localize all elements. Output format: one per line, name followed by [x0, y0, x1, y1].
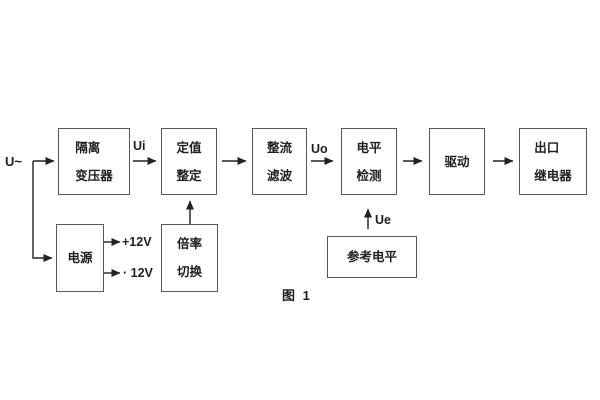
figure-caption: 图 1 [282, 288, 312, 303]
block-output-relay-label: 出口 继电器 [534, 140, 572, 183]
block-driver-label: 驱动 [444, 154, 470, 169]
block-level-detection-label: 电平 检测 [356, 140, 382, 183]
signal-label-input: U~ [5, 154, 22, 169]
block-ratio-switching-label: 倍率 切换 [176, 237, 202, 279]
block-driver: 驱动 [429, 128, 485, 195]
block-output-relay: 出口 继电器 [519, 128, 587, 195]
block-rectifier-filter-label: 整流 滤波 [266, 140, 292, 183]
block-isolation-transformer: 隔离 变压器 [58, 128, 130, 195]
block-setting-adjustment: 定值 整定 [161, 128, 217, 195]
block-power-supply: 电源 [56, 224, 104, 292]
block-level-detection: 电平 检测 [341, 128, 397, 195]
block-reference-level: 参考电平 [327, 236, 417, 278]
block-reference-level-label: 参考电平 [346, 250, 397, 264]
block-isolation-transformer-label: 隔离 变压器 [75, 140, 113, 183]
signal-label-uo: Uo [311, 142, 328, 156]
signal-label-plus12v: +12V [122, 235, 152, 249]
signal-label-ue: Ue [375, 213, 391, 227]
block-setting-adjustment-label: 定值 整定 [176, 140, 202, 183]
signal-label-ui: Ui [133, 139, 146, 153]
signal-label-minus12v: · 12V [123, 266, 153, 280]
arrow-input-to-power [32, 161, 53, 262]
block-rectifier-filter: 整流 滤波 [252, 128, 307, 195]
block-power-supply-label: 电源 [67, 251, 93, 265]
block-ratio-switching: 倍率 切换 [161, 224, 218, 292]
